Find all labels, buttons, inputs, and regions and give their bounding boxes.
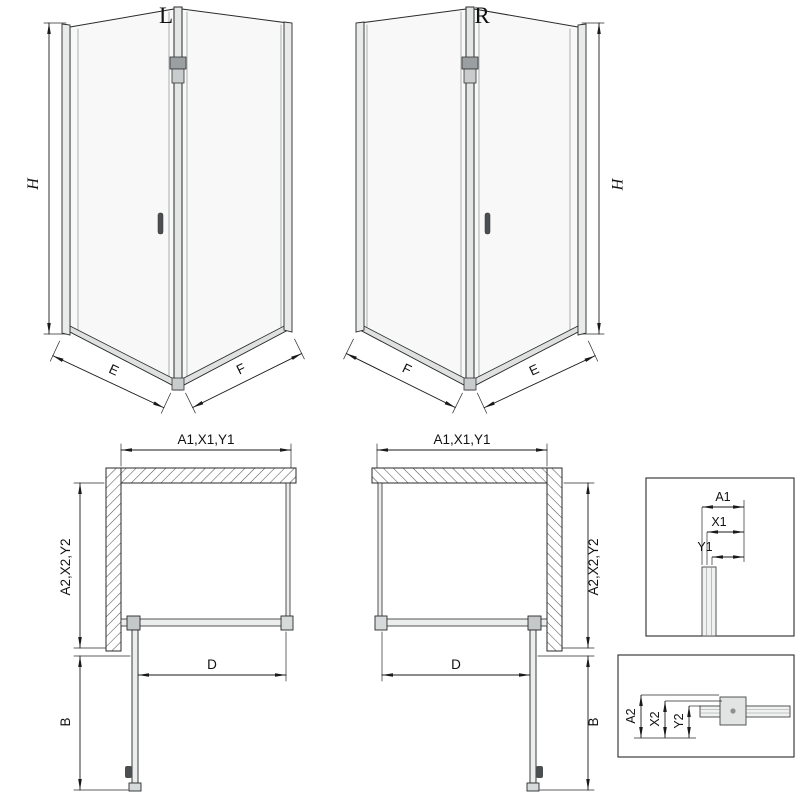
- plan-left-door-dim: B: [58, 717, 73, 726]
- detail-bottom-dim-y2: Y2: [672, 713, 686, 728]
- plan-right-top-dim: A1,X1,Y1: [433, 432, 490, 447]
- plan-left-top-dim: A1,X1,Y1: [177, 432, 234, 447]
- variant-label-right: R: [474, 3, 490, 28]
- plan-left-entry-dim: D: [207, 657, 217, 672]
- detail-top-dim-y1: Y1: [697, 540, 712, 554]
- detail-top-dim-a1: A1: [715, 490, 730, 504]
- plan-right-entry-dim: D: [451, 657, 461, 672]
- detail-bottom-dim-x2: X2: [648, 711, 662, 726]
- variant-label-left: L: [159, 3, 173, 28]
- detail-box-depth-profile: [617, 654, 795, 758]
- plan-left-side-dim: A2,X2,Y2: [58, 538, 73, 595]
- dim-label-height-right: H: [608, 177, 625, 191]
- labels: L H E F R H F E A1,X1,Y1 A2,X2,Y2 D B A1…: [25, 3, 731, 729]
- detail-box-width-profile: [645, 477, 795, 637]
- plan-right-door-dim: B: [586, 717, 601, 726]
- detail-bottom-dim-a2: A2: [624, 708, 638, 723]
- detail-top-dim-x1: X1: [711, 515, 726, 529]
- wall-profile-section: [701, 566, 717, 637]
- dim-label-height-left: H: [25, 177, 42, 191]
- fastener-screw: [730, 708, 736, 714]
- plan-right-side-dim: A2,X2,Y2: [586, 538, 601, 595]
